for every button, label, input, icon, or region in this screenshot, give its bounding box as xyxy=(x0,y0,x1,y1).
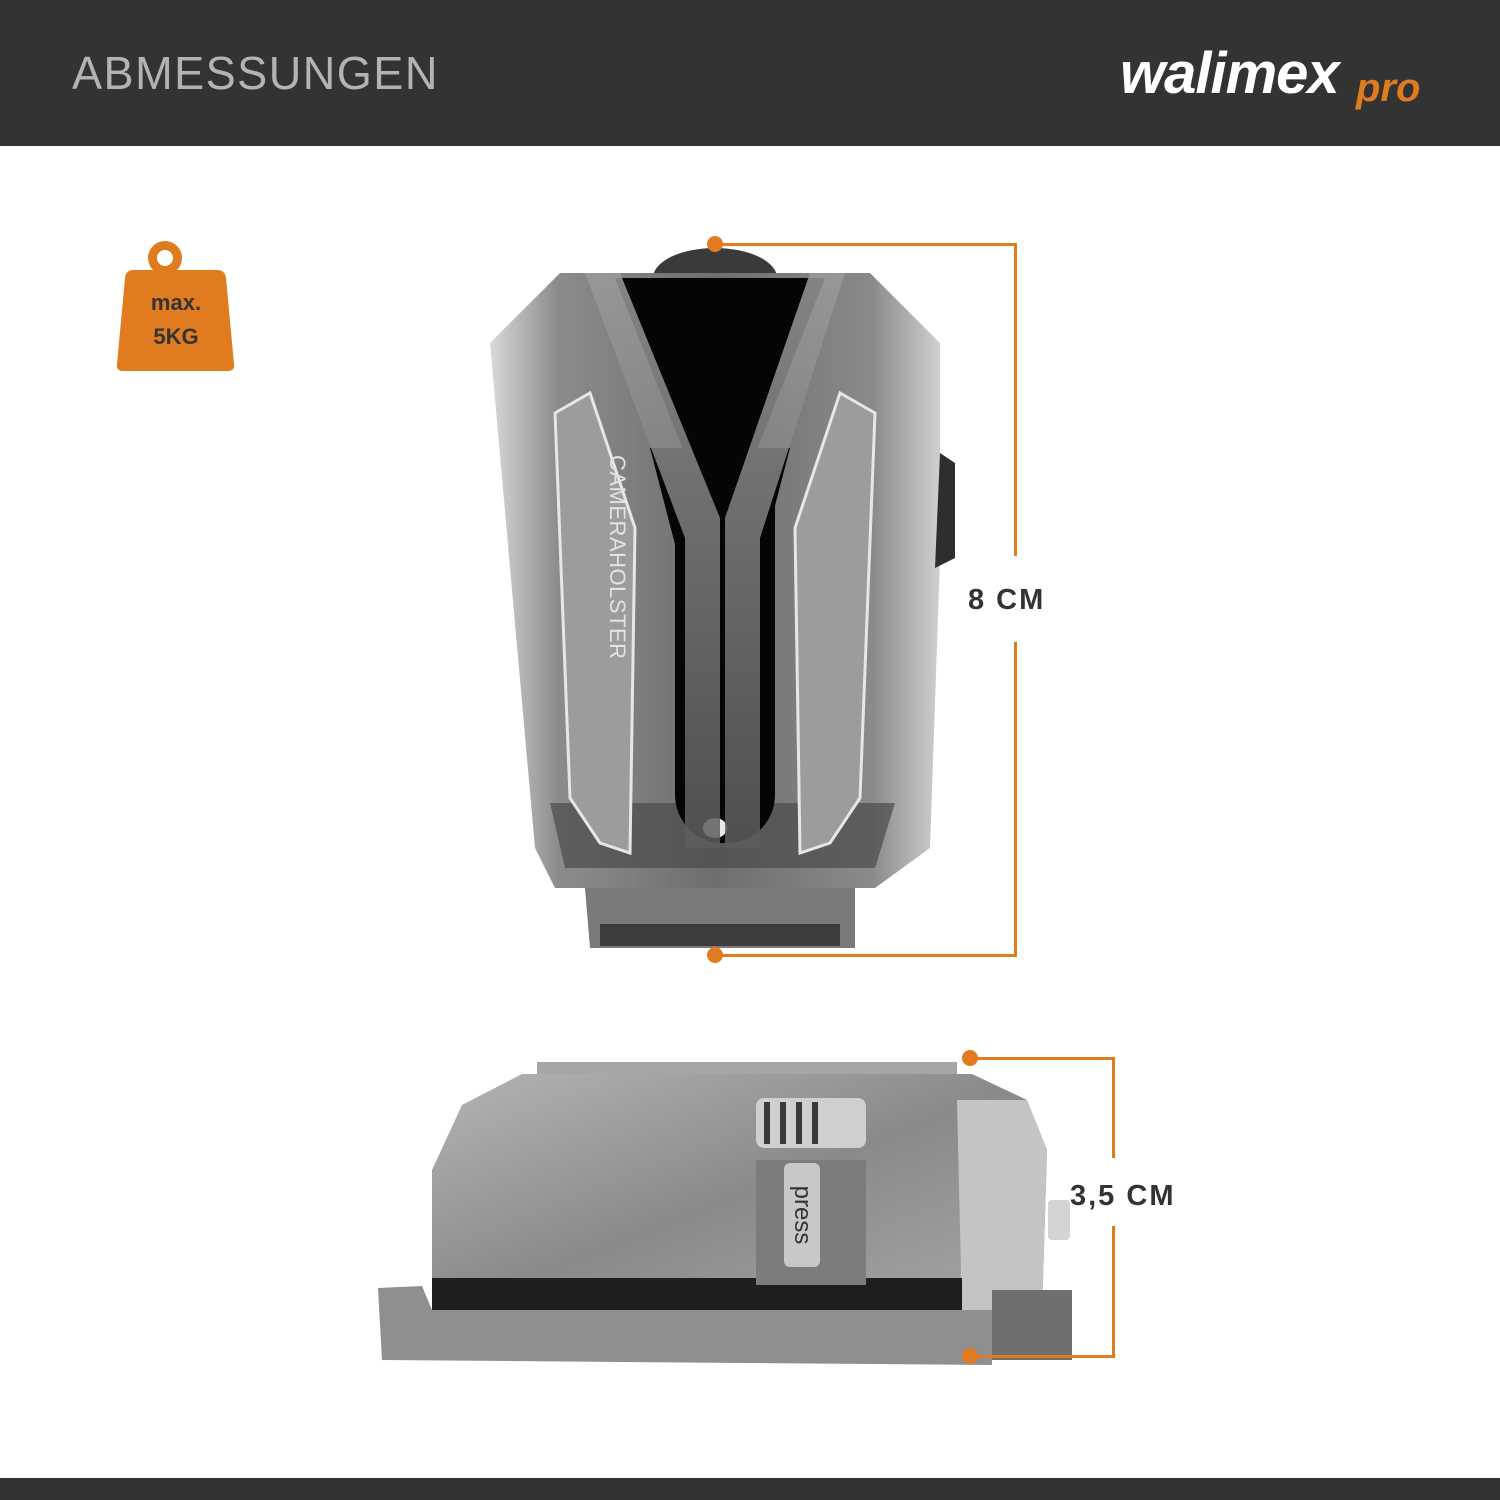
logo-wordmark: walimex xyxy=(1120,41,1340,106)
camera-holster-front-image xyxy=(490,248,955,948)
height-dimension-label: 8 CM xyxy=(968,584,1046,616)
max-weight-badge: max. 5KG xyxy=(116,236,235,372)
engraving-text: CAMERAHOLSTER xyxy=(605,455,630,660)
camera-holster-side-image xyxy=(378,1062,1072,1365)
press-button-label: press xyxy=(789,1185,816,1245)
depth-dimension-label: 3,5 CM xyxy=(1070,1180,1176,1212)
dimension-line xyxy=(715,954,1017,957)
press-button: press xyxy=(784,1163,820,1267)
dimension-line xyxy=(970,1355,1115,1358)
dimension-line xyxy=(970,1057,1115,1060)
logo-suffix: pro xyxy=(1356,66,1421,110)
weight-label-line2: 5KG xyxy=(153,324,199,349)
footer-bar xyxy=(0,1478,1500,1500)
weight-icon xyxy=(116,241,235,371)
product-front-view: CAMERAHOLSTER xyxy=(490,248,960,968)
dimension-line xyxy=(715,243,1017,246)
page-title: ABMESSUNGEN xyxy=(72,47,439,99)
weight-label-line1: max. xyxy=(150,290,202,315)
dimension-line xyxy=(1112,1226,1115,1358)
header-bar: ABMESSUNGEN walimex pro xyxy=(0,0,1500,146)
product-side-view xyxy=(372,1060,1072,1370)
dimension-marker-bottom xyxy=(962,1348,978,1364)
brand-logo: walimex pro xyxy=(1120,36,1440,116)
dimension-line xyxy=(1014,642,1017,957)
dimension-line xyxy=(1014,243,1017,556)
dimension-marker-bottom xyxy=(707,947,723,963)
dimension-line xyxy=(1112,1057,1115,1158)
